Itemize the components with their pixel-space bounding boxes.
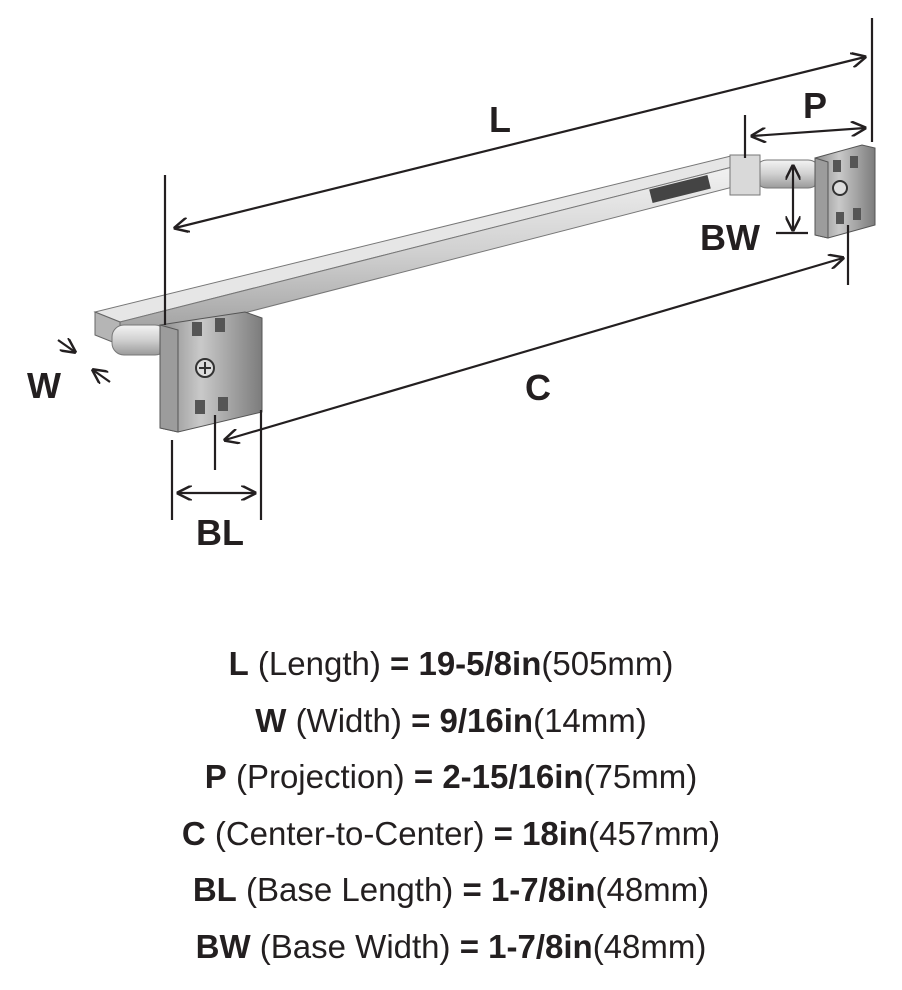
specifications-list: L (Length) = 19-5/8in(505mm) W (Width) =… [0,636,902,975]
spec-code: C [181,814,206,852]
spec-row-center-to-center: C (Center-to-Center) = 18in(457mm) [0,806,902,863]
left-base-plate [159,311,263,433]
label-bl: BL [196,512,244,553]
spec-equals: = [493,814,513,852]
label-w: W [27,365,61,406]
right-base-plate [814,144,876,239]
spec-name: (Center-to-Center) [214,814,485,852]
spec-code: P [204,758,227,795]
spec-imperial: 19-5/8in [418,645,542,682]
spec-row-projection: P (Projection) = 2-15/16in(75mm) [0,749,902,806]
spec-name: (Length) [257,645,381,682]
spec-metric: (505mm) [541,645,674,682]
spec-equals: = [459,927,479,965]
spec-imperial: 2-15/16in [442,758,584,795]
spec-imperial: 1-7/8in [488,927,593,965]
spec-code: W [255,701,287,739]
spec-row-length: L (Length) = 19-5/8in(505mm) [0,636,902,693]
spec-imperial: 18in [522,814,589,852]
spec-imperial: 1-7/8in [490,871,596,908]
spec-name: (Base Width) [259,927,451,965]
spec-name: (Width) [295,701,402,739]
spec-metric: (457mm) [588,814,721,852]
spec-equals: = [413,758,434,795]
spec-imperial: 9/16in [439,701,534,739]
spec-row-width: W (Width) = 9/16in(14mm) [0,693,902,750]
label-l: L [489,99,511,140]
spec-metric: (75mm) [583,758,698,795]
spec-code: L [228,645,249,682]
spec-row-base-length: BL (Base Length) = 1-7/8in(48mm) [0,862,902,919]
spec-metric: (14mm) [533,701,647,739]
spec-code: BW [195,927,251,965]
spec-metric: (48mm) [595,871,710,908]
label-c: C [525,367,551,408]
spec-name: (Projection) [235,758,405,795]
spec-equals: = [390,645,410,682]
spec-equals: = [411,701,431,739]
towel-bar-diagram: L P BW W C BL [27,18,876,553]
label-p: P [803,85,827,126]
dimension-lines [57,18,874,520]
spec-equals: = [462,871,482,908]
label-bw: BW [700,217,760,258]
spec-code: BL [192,871,237,908]
spec-row-base-width: BW (Base Width) = 1-7/8in(48mm) [0,919,902,976]
spec-name: (Base Length) [246,871,454,908]
spec-metric: (48mm) [592,927,707,965]
